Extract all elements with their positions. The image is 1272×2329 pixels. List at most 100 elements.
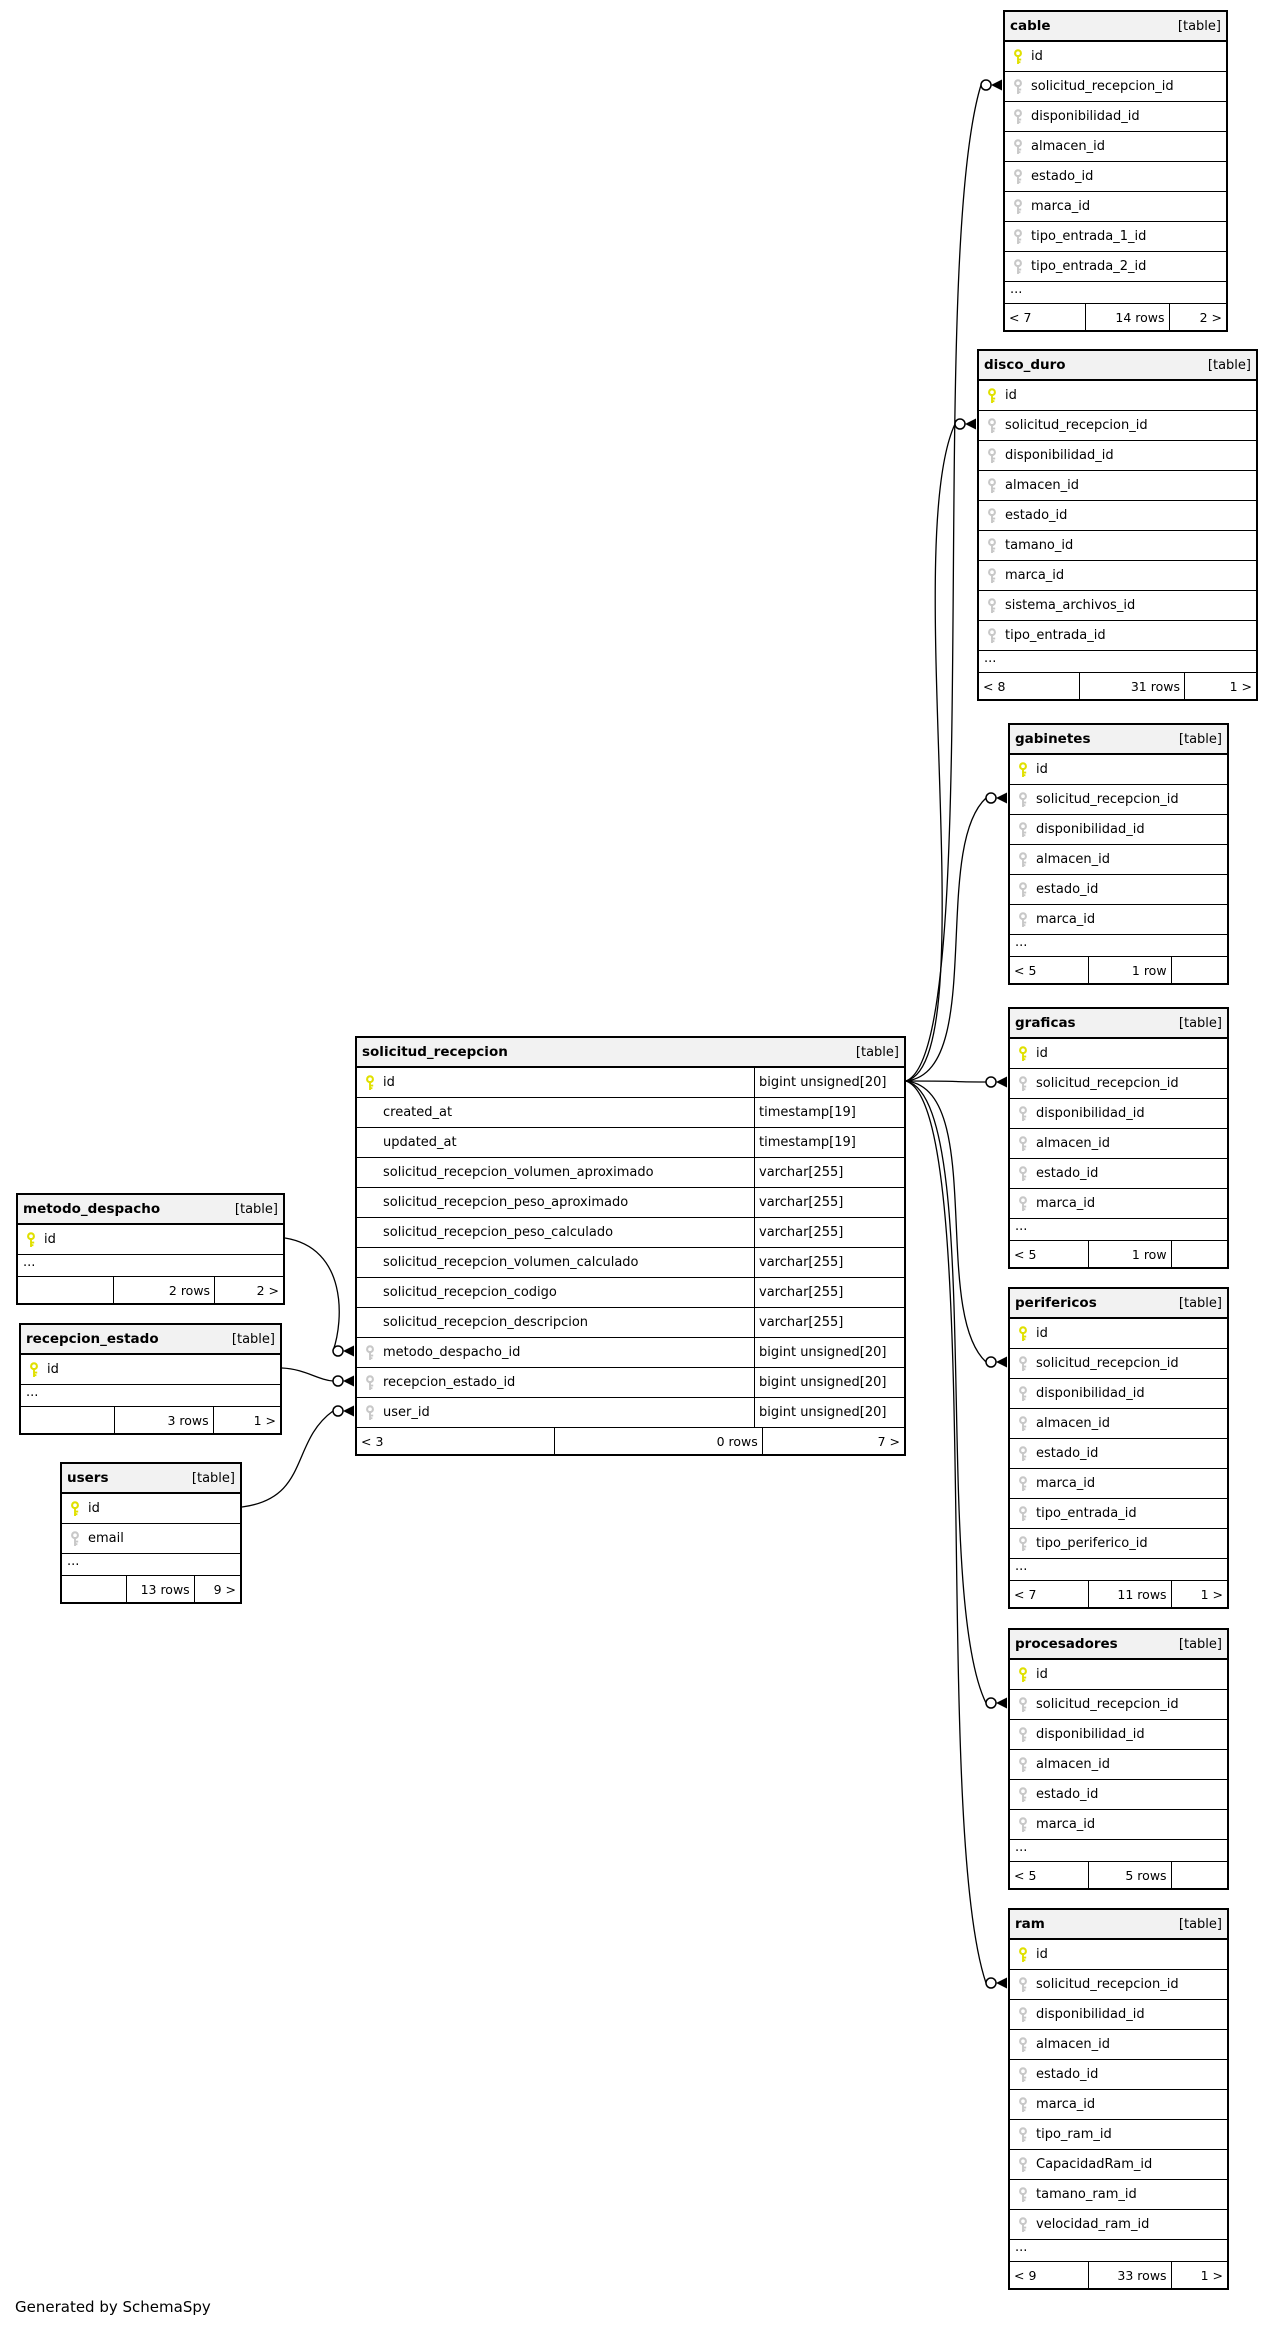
column-name: tipo_entrada_id [1005,628,1106,643]
edge-line [905,1080,987,1704]
table-type-badge: [table] [1207,357,1251,373]
table-name[interactable]: users [67,1470,109,1486]
column-name: solicitud_recepcion_id [1036,1977,1179,1992]
column-row-estado_id: estado_id [1010,875,1227,905]
table-name[interactable]: disco_duro [984,357,1066,373]
column-type: varchar[255] [754,1188,904,1217]
table-name[interactable]: gabinetes [1015,731,1091,747]
crow-foot-circle-icon [985,792,997,804]
more-columns-ellipsis: ... [1010,2240,1227,2262]
column-name: marca_id [1036,2097,1096,2112]
foreign-key-icon [1010,2156,1036,2173]
column-name: marca_id [1036,1196,1096,1211]
more-columns-ellipsis: ... [1010,935,1227,957]
table-name[interactable]: perifericos [1015,1295,1097,1311]
column-row-disponibilidad_id: disponibilidad_id [979,441,1256,471]
column-type: timestamp[19] [754,1098,904,1127]
table-name[interactable]: cable [1010,18,1051,34]
column-row-estado_id: estado_id [1010,2060,1227,2090]
column-name: id [383,1075,395,1090]
column-name: disponibilidad_id [1036,1727,1145,1742]
column-row-almacen_id: almacen_id [1010,845,1227,875]
column-name: tamano_ram_id [1036,2187,1137,2202]
column-type: timestamp[19] [754,1128,904,1157]
table-type-badge: [table] [191,1470,235,1486]
column-row-estado_id: estado_id [1010,1780,1227,1810]
column-name: solicitud_recepcion_codigo [383,1285,557,1300]
relationship-edge-cable-solicitud_recepcion_id [905,79,1002,1082]
table-name[interactable]: recepcion_estado [26,1331,159,1347]
footer-hidden-parents [62,1576,126,1602]
column-type: bigint unsigned[20] [754,1338,904,1367]
crow-foot-arrow-icon [996,792,1007,804]
foreign-key-icon [1005,78,1031,95]
column-type: varchar[255] [754,1218,904,1247]
column-row-disponibilidad_id: disponibilidad_id [1010,815,1227,845]
column-name: solicitud_recepcion_id [1036,1076,1179,1091]
column-row-almacen_id: almacen_id [979,471,1256,501]
table-name[interactable]: metodo_despacho [23,1201,161,1217]
foreign-key-icon [1010,1535,1036,1552]
relationship-edge-solicitud_recepcion-recepcion_estado_id [281,1367,354,1387]
column-name: marca_id [1036,1817,1096,1832]
column-name: solicitud_recepcion_id [1036,792,1179,807]
primary-key-icon [357,1074,383,1091]
table-name[interactable]: procesadores [1015,1636,1118,1652]
crow-foot-circle-icon [985,1697,997,1709]
relationship-edge-perifericos-solicitud_recepcion_id [905,1080,1007,1368]
crow-foot-circle-icon [954,418,966,430]
foreign-key-icon [1010,1786,1036,1803]
column-row-disponibilidad_id: disponibilidad_id [1010,1379,1227,1409]
footer-row-count: 33 rows [1088,2262,1170,2288]
edge-line [905,1080,987,1984]
column-name: solicitud_recepcion_volumen_calculado [383,1255,639,1270]
primary-key-icon [1005,48,1031,65]
table-name[interactable]: solicitud_recepcion [362,1044,508,1060]
foreign-key-icon [979,597,1005,614]
column-name: solicitud_recepcion_descripcion [383,1315,589,1330]
column-name: marca_id [1036,1476,1096,1491]
column-row-tamano_ram_id: tamano_ram_id [1010,2180,1227,2210]
footer-row-count: 2 rows [113,1277,214,1303]
generated-by-label: Generated by SchemaSpy [15,2298,211,2316]
primary-key-icon [979,387,1005,404]
foreign-key-icon [1010,1726,1036,1743]
column-name: almacen_id [1036,2037,1110,2052]
column-type: bigint unsigned[20] [754,1398,904,1427]
column-type: bigint unsigned[20] [754,1068,904,1097]
edge-line [905,84,982,1082]
edge-line [905,797,987,1082]
table-type-badge: [table] [1178,1636,1222,1652]
column-name: almacen_id [1036,852,1110,867]
column-row-id: id [1010,1319,1227,1349]
more-columns-ellipsis: ... [1005,282,1226,304]
primary-key-icon [1010,761,1036,778]
column-name: updated_at [383,1135,457,1150]
column-name: id [47,1362,59,1377]
table-name[interactable]: graficas [1015,1015,1076,1031]
table-header: users [table] [62,1464,240,1494]
column-row-marca_id: marca_id [1010,905,1227,935]
foreign-key-icon [1010,2006,1036,2023]
column-name: estado_id [1005,508,1068,523]
foreign-key-icon [1010,1165,1036,1182]
table-name[interactable]: ram [1015,1916,1045,1932]
